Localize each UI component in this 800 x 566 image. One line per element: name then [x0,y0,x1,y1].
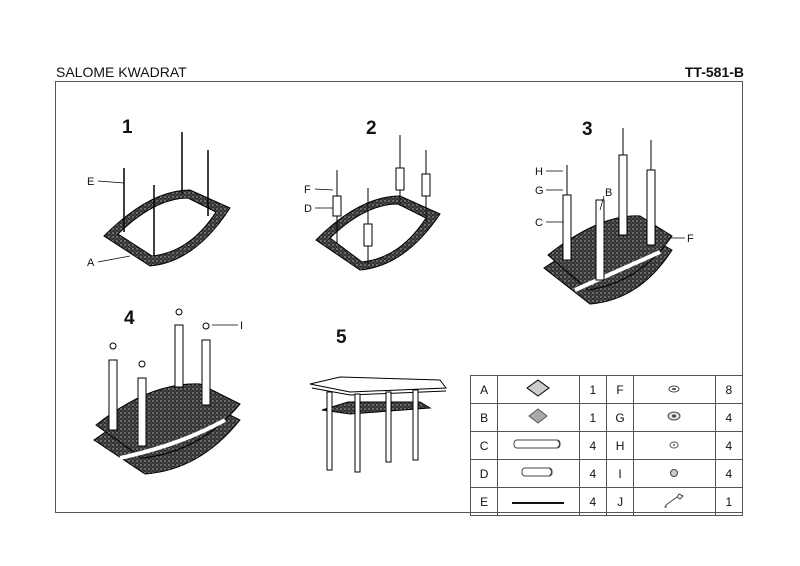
step-5-diagram: 5 [309,327,447,473]
step-2-diagram: 2 F D [304,118,441,271]
part-letter: I [605,459,635,488]
part-letter: A [469,375,499,404]
step-number: 2 [366,118,377,139]
callout-label: I [240,320,243,332]
callout-label: D [304,203,312,215]
short-tube-icon [497,459,580,488]
part-qty: 4 [578,431,607,460]
wrench-icon [633,487,716,516]
table-row: D 4 I 4 [469,459,744,488]
small-washer-icon [633,431,716,460]
step-number: 1 [122,117,133,138]
callout-label: F [304,184,311,196]
instruction-frame [55,81,743,513]
part-qty: 1 [714,487,744,516]
part-qty: 4 [714,459,744,488]
document-title: SALOME KWADRAT [56,64,187,80]
large-washer-icon [633,403,716,432]
part-qty: 8 [714,375,744,404]
callout-label: A [87,257,95,269]
step-number: 4 [124,308,135,329]
part-letter: F [605,375,635,404]
part-letter: H [605,431,635,460]
table-row: C 4 H 4 [469,431,744,460]
parts-table: A 1 F 8 B 1 G 4 C 4 H 4 D 4 I [469,375,744,516]
long-tube-icon [497,431,580,460]
part-qty: 1 [578,375,607,404]
callout-label: B [605,187,612,199]
callout-label: C [535,217,543,229]
part-letter: D [469,459,499,488]
step-1-diagram: 1 E A [87,117,231,269]
threaded-rod-icon [497,487,580,516]
callout-label: G [535,185,544,197]
part-letter: G [605,403,635,432]
glass-shelf-icon [497,403,580,432]
cap-nut-icon [633,459,716,488]
part-qty: 4 [578,487,607,516]
callout-label: H [535,166,543,178]
table-row: E 4 J 1 [469,487,744,516]
callout-label: F [687,233,694,245]
step-4-diagram: 4 I [93,308,243,475]
part-qty: 4 [714,431,744,460]
model-code: TT-581-B [684,64,744,80]
part-letter: E [469,487,499,516]
part-letter: B [469,403,499,432]
step-number: 3 [582,119,593,140]
part-letter: C [469,431,499,460]
part-letter: J [605,487,635,516]
step-3-diagram: 3 H G B C F [535,119,694,305]
part-qty: 4 [578,459,607,488]
part-qty: 1 [578,403,607,432]
part-qty: 4 [714,403,744,432]
callout-label: E [87,176,94,188]
table-row: B 1 G 4 [469,403,744,432]
step-number: 5 [336,327,347,348]
washer-icon [633,375,716,404]
table-row: A 1 F 8 [469,375,744,404]
glass-top-icon [497,375,580,404]
